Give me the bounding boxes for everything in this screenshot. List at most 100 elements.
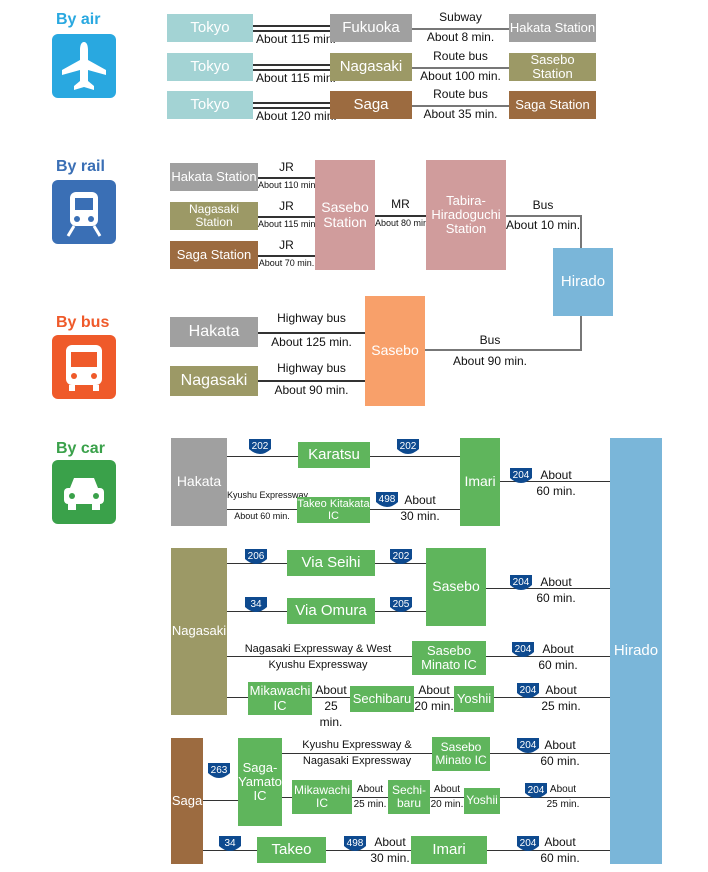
route-shield-icon: 34 [245, 597, 267, 612]
car-nagasaki-origin: Nagasaki [171, 548, 227, 715]
air-row2-from: Tokyo [167, 53, 253, 81]
car-saga-sechibaru: Sechi-baru [388, 780, 430, 814]
route-shield-icon: 204 [525, 783, 547, 798]
car-saga-r6-time: About 60 min. [540, 835, 580, 865]
car-saga-t2: About 20 min. [430, 784, 464, 810]
car-nagasaki-omura: Via Omura [287, 598, 375, 624]
air-row2-flight-time: About 115 min. [256, 71, 336, 85]
route-shield-icon: 202 [249, 439, 271, 454]
svg-text:204: 204 [520, 740, 537, 751]
airplane-icon [52, 34, 116, 98]
air-title: By air [56, 11, 101, 28]
rail-hakata-mode: JR [279, 160, 294, 174]
car-saga-expressway: Kyushu Expressway & Nagasaki Expressway [302, 739, 412, 767]
rail-mr-mode: MR [391, 197, 410, 211]
car-nagasaki-sasebo: Sasebo [426, 548, 486, 626]
bus-origin-hakata: Hakata [170, 317, 258, 347]
rail-nagasaki-time: About 115 min. [258, 219, 318, 229]
bus-hakata-time: About 125 min. [271, 335, 352, 349]
train-icon [52, 180, 116, 244]
car-hirado: Hirado [610, 438, 662, 864]
air-row2-dest: Sasebo Station [509, 52, 596, 81]
air-row1-time: About 8 min. [426, 30, 495, 44]
route-shield-icon: 202 [397, 439, 419, 454]
car-nagasaki-t2: About 20 min. [414, 683, 454, 713]
air-row1-flight-time: About 115 min. [256, 32, 336, 46]
bus-mode: Bus [479, 333, 501, 347]
car-saga-r2-time: About 60 min. [540, 738, 580, 768]
svg-text:34: 34 [224, 838, 236, 849]
car-saga-t1: About 25 min. [353, 784, 387, 810]
car-title: By car [56, 440, 105, 457]
car-hakata-exp-time: About 60 min. [234, 511, 290, 521]
svg-text:202: 202 [252, 441, 269, 452]
bus-hakata-mode: Highway bus [277, 311, 346, 325]
svg-text:204: 204 [513, 470, 530, 481]
rail-saga-mode: JR [279, 238, 294, 252]
rail-hakata-time: About 110 min. [258, 180, 318, 190]
air-row3-from: Tokyo [167, 91, 253, 119]
air-row1-mode: Subway [439, 10, 482, 24]
svg-text:202: 202 [393, 551, 410, 562]
car-nagasaki-minato-ic: Sasebo Minato IC [412, 641, 486, 675]
air-row3-dest: Saga Station [509, 91, 596, 119]
air-row1-hub: Fukuoka [330, 14, 412, 42]
air-row1-dest: Hakata Station [509, 14, 596, 42]
car-nagasaki-yoshii: Yoshii [454, 686, 494, 712]
bus-time: About 90 min. [452, 354, 528, 368]
car-hakata-r3-time: About 30 min. [400, 493, 440, 523]
svg-text:205: 205 [393, 599, 410, 610]
rail-bus-time: About 10 min. [506, 218, 581, 232]
car-saga-r5-time: About 30 min. [370, 835, 410, 865]
rail-origin-hakata: Hakata Station [170, 163, 258, 191]
svg-text:204: 204 [520, 685, 537, 696]
car-nagasaki-expressway: Nagasaki Expressway & West Kyushu Expres… [244, 643, 392, 671]
svg-text:498: 498 [379, 494, 396, 505]
rail-hirado: Hirado [553, 248, 613, 316]
route-shield-icon: 204 [512, 642, 534, 657]
car-nagasaki-r7-time: About 25 min. [541, 683, 581, 713]
svg-text:34: 34 [250, 599, 262, 610]
air-row1-from: Tokyo [167, 14, 253, 42]
car-hakata-karatsu: Karatsu [298, 442, 370, 468]
route-shield-icon: 202 [390, 549, 412, 564]
air-row2-hub: Nagasaki [330, 53, 412, 81]
air-row3-mode: Route bus [433, 87, 488, 101]
route-shield-icon: 204 [517, 738, 539, 753]
route-shield-icon: 34 [219, 836, 241, 851]
air-row2-mode: Route bus [433, 49, 488, 63]
route-shield-icon: 204 [510, 468, 532, 483]
car-hakata-r4-time: About 60 min. [536, 468, 576, 498]
bus-nagasaki-time: About 90 min. [274, 383, 349, 397]
rail-mr-time: About 80 min. [375, 218, 431, 228]
air-row3-time: About 35 min. [423, 107, 498, 121]
bus-nagasaki-mode: Highway bus [277, 361, 346, 375]
air-row2-time: About 100 min. [420, 69, 501, 83]
rail-tabira-station: Tabira-Hiradoguchi Station [426, 160, 506, 270]
rail-sasebo-station: Sasebo Station [315, 160, 375, 270]
bus-origin-nagasaki: Nagasaki [170, 366, 258, 396]
car-hakata-expressway: Kyushu Expressway [227, 490, 309, 500]
bus-sasebo: Sasebo [365, 296, 425, 406]
rail-origin-nagasaki: Nagasaki Station [170, 202, 258, 230]
route-shield-icon: 205 [390, 597, 412, 612]
svg-text:204: 204 [515, 644, 532, 655]
svg-text:498: 498 [347, 838, 364, 849]
car-saga-takeo: Takeo [257, 837, 326, 863]
car-icon [52, 460, 116, 524]
car-nagasaki-t1: About 25 min. [315, 683, 347, 729]
car-hakata-origin: Hakata [171, 438, 227, 526]
car-saga-yamato-ic: Saga-Yamato IC [238, 738, 282, 826]
route-shield-icon: 204 [517, 683, 539, 698]
route-shield-icon: 263 [208, 763, 230, 778]
car-nagasaki-mikawachi: Mikawachi IC [248, 682, 312, 715]
bus-title: By bus [56, 314, 110, 331]
svg-text:263: 263 [211, 765, 228, 776]
rail-saga-time: About 70 min. [258, 258, 315, 268]
route-shield-icon: 498 [344, 836, 366, 851]
svg-text:202: 202 [400, 441, 417, 452]
car-hakata-imari: Imari [460, 438, 500, 526]
car-saga-imari: Imari [411, 836, 487, 864]
svg-text:204: 204 [528, 785, 545, 796]
bus-icon [52, 335, 116, 399]
